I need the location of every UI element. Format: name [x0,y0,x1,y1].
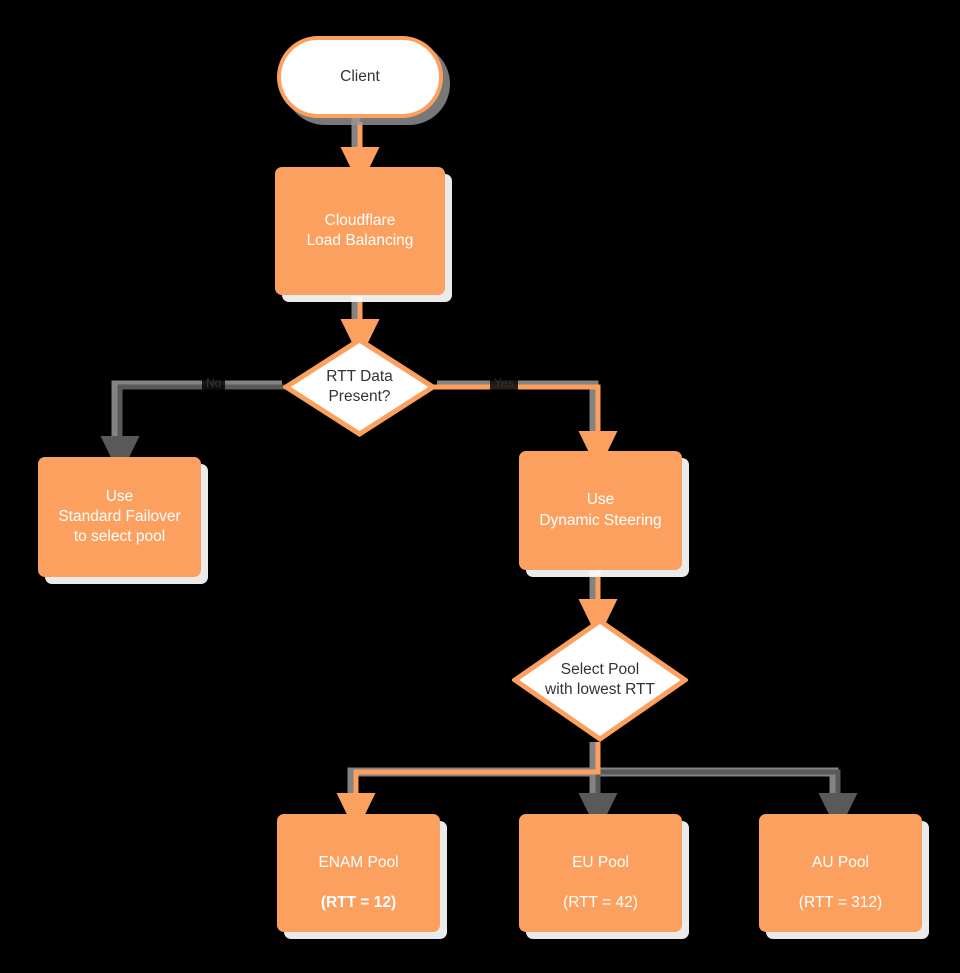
node-standard-failover-label: Use Standard Failover to select pool [58,487,181,546]
node-enam-pool-text: ENAM Pool (RTT = 12) [318,833,398,914]
node-client-label: Client [340,67,380,85]
node-au-pool-text: AU Pool (RTT = 312) [799,833,882,914]
node-select-pool-lowest-rtt[interactable]: Select Pool with lowest RTT [512,618,688,742]
node-au-pool[interactable]: AU Pool (RTT = 312) [759,814,922,932]
node-rtt-data-present[interactable]: RTT Data Present? [283,337,436,437]
edge-select-au [598,769,858,834]
node-eu-pool-rtt: (RTT = 42) [563,894,638,912]
node-au-pool-label: AU Pool [812,853,869,871]
edge-select-enam [336,742,601,834]
node-cloudflare-load-balancing[interactable]: Cloudflare Load Balancing [275,167,445,295]
node-cloudflare-load-balancing-label: Cloudflare Load Balancing [306,211,414,249]
node-client[interactable]: Client [277,36,443,118]
node-dynamic-steering[interactable]: Use Dynamic Steering [519,451,682,570]
diamond-shape [512,618,688,742]
node-standard-failover[interactable]: Use Standard Failover to select pool [38,457,201,577]
node-enam-pool-label: ENAM Pool [318,853,399,871]
edge-label-no: No [202,375,226,392]
node-eu-pool[interactable]: EU Pool (RTT = 42) [519,814,682,932]
node-enam-pool[interactable]: ENAM Pool (RTT = 12) [277,814,440,932]
node-rtt-data-present-label: RTT Data Present? [326,367,393,405]
node-enam-pool-rtt: (RTT = 12) [320,894,397,912]
edge-rtt-failover [100,384,285,477]
diamond-shape [283,337,436,437]
edge-label-yes: Yes [490,375,518,392]
node-select-pool-lowest-rtt-label: Select Pool with lowest RTT [545,660,655,698]
node-eu-pool-label: EU Pool [572,853,629,871]
edge-rtt-dynamic [434,384,618,472]
node-eu-pool-text: EU Pool (RTT = 42) [563,833,638,914]
node-dynamic-steering-label: Use Dynamic Steering [539,491,662,529]
node-au-pool-rtt: (RTT = 312) [798,894,883,912]
